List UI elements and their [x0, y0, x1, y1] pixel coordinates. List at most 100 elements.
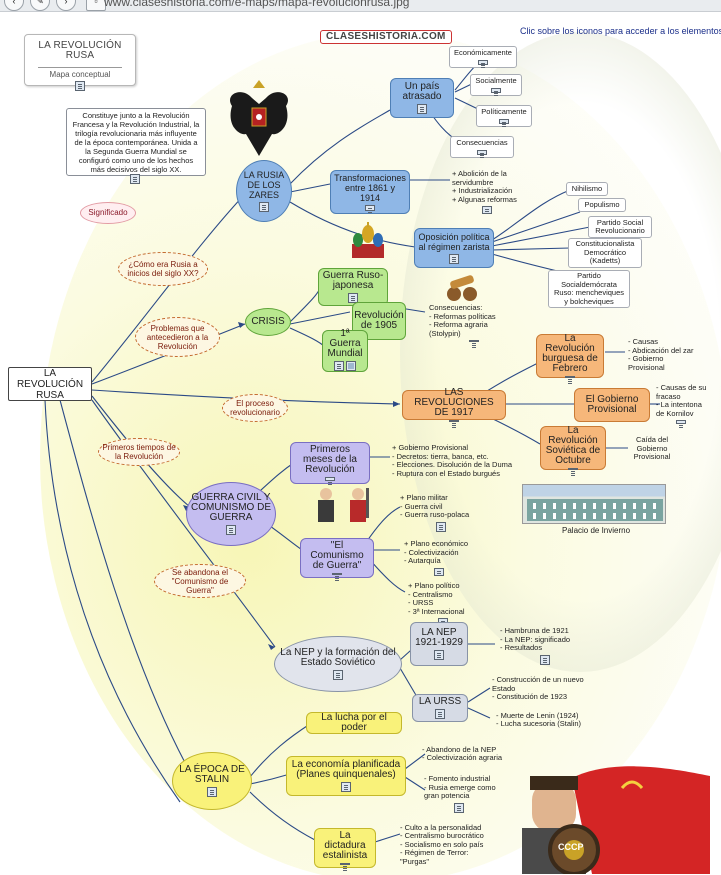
leaf-politicamente[interactable]: Políticamente: [476, 105, 532, 127]
link-label-problemas: Problemas que antecedieron a la Revoluci…: [135, 317, 220, 357]
crisis-cons-item: - Reforma agraria (Stolypin): [429, 320, 488, 338]
octubre-doc-icon[interactable]: [568, 468, 578, 472]
transf-item: + Algunas reformas: [452, 194, 517, 204]
nep-estado-doc-icon[interactable]: [333, 670, 343, 680]
intro-doc-icon[interactable]: [130, 174, 140, 184]
node-comunismo-guerra[interactable]: "El Comunismo de Guerra": [300, 538, 374, 578]
leaf-primeros-meses[interactable]: + Gobierno Provisional - Decretos: tierr…: [388, 440, 518, 482]
primeros-meses-doc-icon[interactable]: [325, 477, 335, 481]
leaf-urss-a[interactable]: - Construcción de un nuevo Estado - Cons…: [488, 676, 608, 702]
politico-item: - Centralismo: [408, 589, 453, 599]
leaf-plano-economico[interactable]: + Plano económico - Colectivización - Au…: [400, 538, 486, 578]
rusia-zares-doc-icon[interactable]: [259, 202, 269, 212]
transf-items-doc-icon[interactable]: [482, 206, 492, 214]
eco-item: - Rusia emerge como gran potencia: [424, 782, 496, 801]
leaf-economia-b[interactable]: - Fomento industrial - Rusia emerge como…: [420, 772, 500, 816]
pais-atrasado-doc-icon[interactable]: [417, 104, 427, 114]
economia-planificada-doc-icon[interactable]: [341, 782, 351, 792]
guerra-japonesa-doc-icon[interactable]: [348, 293, 358, 303]
node-primera-guerra[interactable]: 1ª Guerra Mundial: [322, 328, 368, 372]
economico-doc-icon[interactable]: [434, 567, 444, 576]
epoca-stalin-doc-icon[interactable]: [207, 787, 217, 797]
oposicion-doc-icon[interactable]: [449, 254, 459, 264]
leaf-nep[interactable]: - Hambruna de 1921 - La NEP: significado…: [496, 624, 582, 668]
la-nep-doc-icon[interactable]: [434, 650, 444, 660]
node-nep-estado[interactable]: La NEP y la formación del Estado Soviéti…: [274, 636, 402, 692]
leaf-dictadura[interactable]: - Culto a la personalidad - Centralismo …: [396, 822, 500, 868]
politicamente-doc-icon[interactable]: [499, 118, 509, 124]
guerra-civil-doc-icon[interactable]: [226, 525, 236, 535]
militar-item: + Plano militar: [400, 493, 448, 503]
node-octubre[interactable]: La Revolución Soviética de Octubre: [540, 426, 606, 472]
node-guerra-civil[interactable]: GUERRA CIVIL Y COMUNISMO DE GUERRA: [186, 482, 276, 546]
rusia-zares-label: LA RUSIA DE LOS ZARES: [243, 170, 285, 200]
nep-item: - Hambruna de 1921: [500, 626, 569, 636]
nep-estado-label: La NEP y la formación del Estado Soviéti…: [280, 647, 396, 668]
psd-label: Partido Socialdemócrata Ruso: mencheviqu…: [553, 271, 625, 306]
node-guerra-japonesa[interactable]: Guerra Ruso-japonesa: [318, 268, 388, 306]
node-la-nep[interactable]: LA NEP 1921-1929: [410, 622, 468, 666]
significado-bubble: Significado: [80, 202, 136, 224]
consecuencias-doc-icon[interactable]: [477, 149, 487, 155]
leaf-economia-a[interactable]: - Abandono de la NEP - Colectivización a…: [418, 742, 510, 766]
node-epoca-stalin[interactable]: LA ÉPOCA DE STALIN: [172, 752, 252, 810]
leaf-gobierno[interactable]: - Causas de su fracaso - La intentona de…: [652, 382, 714, 426]
gobierno-doc-icon[interactable]: [676, 420, 686, 424]
node-gobierno-provisional[interactable]: El Gobierno Provisional: [574, 388, 650, 422]
febrero-item: - Abdicación del zar: [628, 345, 694, 355]
pais-atrasado-label: Un país atrasado: [402, 81, 442, 102]
node-oposicion[interactable]: Oposición política al régimen zarista: [414, 228, 494, 268]
leaf-transformaciones[interactable]: + Abolición de la servidumbre + Industri…: [448, 168, 522, 216]
eco-items-doc-icon[interactable]: [454, 802, 464, 813]
node-crisis[interactable]: CRISIS: [245, 308, 291, 336]
node-revolucion-1905[interactable]: Revolución de 1905: [352, 302, 406, 340]
leaf-octubre[interactable]: Caída del Gobierno Provisional: [626, 432, 678, 466]
revoluciones-doc-icon[interactable]: [449, 420, 459, 424]
primera-guerra-doc-icon[interactable]: [333, 360, 344, 371]
politico-item: - 3ª Internacional: [408, 606, 465, 616]
back-icon[interactable]: ‹: [4, 0, 24, 11]
crisis-cons-title: Consecuencias:: [429, 303, 483, 312]
node-la-urss[interactable]: LA URSS: [412, 694, 468, 722]
node-revoluciones-1917[interactable]: LAS REVOLUCIONES DE 1917: [402, 388, 506, 424]
militar-doc-icon[interactable]: [436, 521, 446, 532]
node-lucha-poder[interactable]: La lucha por el poder: [306, 712, 402, 734]
socialmente-doc-icon[interactable]: [491, 87, 501, 93]
leaf-socialmente[interactable]: Socialmente: [470, 74, 522, 96]
leaf-plano-militar[interactable]: + Plano militar - Guerra civil - Guerra …: [396, 492, 492, 534]
dictadura-doc-icon[interactable]: [340, 863, 350, 867]
la-urss-doc-icon[interactable]: [435, 709, 445, 719]
comunismo-guerra-doc-icon[interactable]: [332, 573, 342, 577]
leaf-urss-b[interactable]: - Muerte de Lenin (1924) - Lucha sucesor…: [492, 708, 588, 732]
leaf-consecuencias[interactable]: Consecuencias: [450, 136, 514, 158]
febrero-label: La Revolución burguesa de Febrero: [542, 333, 598, 374]
map-title: LA REVOLUCIÓN RUSA: [38, 39, 122, 61]
node-rusia-zares[interactable]: LA RUSIA DE LOS ZARES: [236, 160, 292, 222]
node-primeros-meses[interactable]: Primeros meses de la Revolución: [290, 442, 370, 484]
root-node: LA REVOLUCIÓN RUSA: [8, 367, 92, 401]
febrero-item: - Gobierno Provisional: [628, 354, 665, 372]
node-pais-atrasado[interactable]: Un país atrasado: [390, 78, 454, 118]
febrero-doc-icon[interactable]: [565, 376, 575, 380]
node-dictadura[interactable]: La dictadura estalinista: [314, 828, 376, 868]
address-bar[interactable]: www.claseshistoria.com/e-maps/mapa-revol…: [104, 0, 410, 9]
title-doc-icon[interactable]: [75, 81, 85, 91]
forward-icon[interactable]: ›: [56, 0, 76, 11]
crisis-label: CRISIS: [251, 316, 285, 327]
node-febrero[interactable]: La Revolución burguesa de Febrero: [536, 333, 604, 380]
leaf-plano-politico[interactable]: + Plano político - Centralismo - URSS - …: [404, 580, 486, 628]
lucha-poder-label: La lucha por el poder: [321, 712, 387, 733]
node-economia-planificada[interactable]: La economía planificada (Planes quinquen…: [286, 756, 406, 796]
primera-guerra-video-icon[interactable]: [346, 360, 357, 371]
leaf-febrero[interactable]: - Causas - Abdicación del zar - Gobierno…: [624, 337, 702, 372]
wrench-icon[interactable]: ✎: [30, 0, 50, 11]
economicamente-doc-icon[interactable]: [478, 59, 488, 65]
epoca-stalin-label: LA ÉPOCA DE STALIN: [179, 764, 245, 785]
transformaciones-doc-icon[interactable]: [365, 205, 375, 211]
crisis-cons-doc-icon[interactable]: [469, 340, 479, 344]
nep-items-doc-icon[interactable]: [540, 654, 550, 665]
leaf-crisis-consecuencias[interactable]: Consecuencias: - Reformas políticas - Re…: [425, 302, 525, 344]
leaf-economicamente[interactable]: Económicamente: [449, 46, 517, 68]
node-transformaciones[interactable]: Transformaciones entre 1861 y 1914: [330, 170, 410, 214]
brand-badge[interactable]: CLASESHISTORIA.COM: [320, 30, 452, 44]
